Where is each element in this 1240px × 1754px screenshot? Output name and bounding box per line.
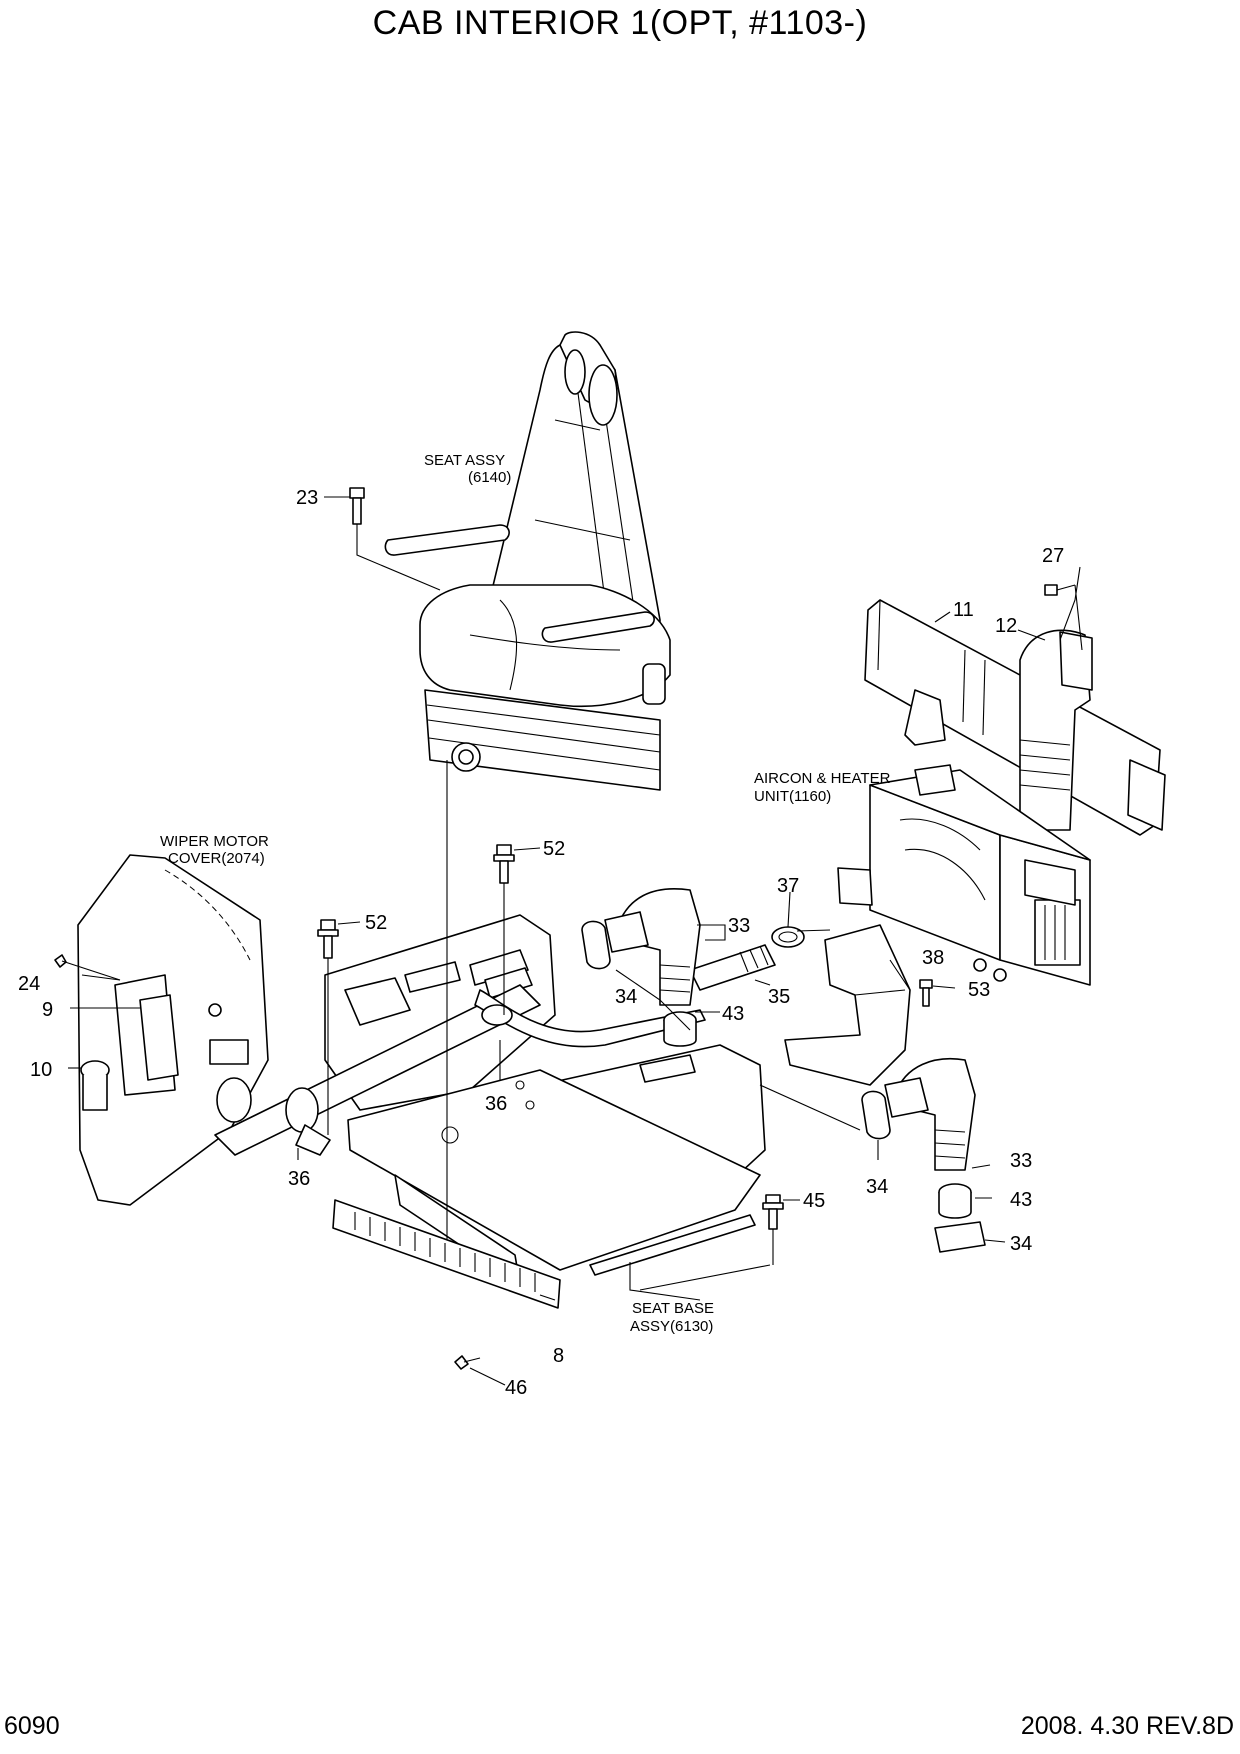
callout-35: 35 (768, 986, 790, 1008)
callout-38: 38 (922, 947, 944, 969)
callout-43-lower: 43 (1010, 1189, 1032, 1211)
note-seat-base: SEAT BASE (632, 1300, 714, 1317)
note-wiper-ref: COVER(2074) (168, 850, 265, 867)
page-title: CAB INTERIOR 1(OPT, #1103-) (372, 4, 868, 42)
callout-33-lower: 33 (1010, 1150, 1032, 1172)
callout-34-middle: 34 (866, 1176, 888, 1198)
callout-53: 53 (968, 979, 990, 1001)
bolt-45 (762, 1194, 800, 1265)
clamp-37 (771, 926, 805, 948)
hose-35 (689, 944, 776, 991)
callout-12: 12 (995, 615, 1017, 637)
duct-33-lower (884, 1058, 976, 1171)
page-number: 6090 (4, 1712, 60, 1740)
callout-24: 24 (18, 973, 40, 995)
aircon-heater-unit (837, 764, 1091, 986)
duct-38 (784, 924, 911, 1086)
clamp-34-middle (861, 1090, 891, 1140)
callout-9: 9 (42, 999, 53, 1021)
callout-23: 23 (296, 487, 318, 509)
wiper-motor-cover (77, 854, 269, 1206)
callout-36-left: 36 (288, 1168, 310, 1190)
callout-37: 37 (777, 875, 799, 897)
note-seat-assy-ref: (6140) (468, 469, 511, 486)
note-seat-base-ref: ASSY(6130) (630, 1318, 713, 1335)
callout-10: 10 (30, 1059, 52, 1081)
seat-assembly (384, 331, 671, 791)
callout-27: 27 (1042, 545, 1064, 567)
revision-date: 2008. 4.30 REV.8D (1020, 1712, 1234, 1740)
callout-8: 8 (553, 1345, 564, 1367)
note-aircon-ref: UNIT(1160) (754, 788, 831, 805)
grommet-10 (80, 1060, 110, 1111)
callout-43-upper: 43 (722, 1003, 744, 1025)
bolt-52-left (317, 919, 361, 1135)
air-duct-assembly (864, 599, 1166, 836)
callout-34-upper: 34 (615, 986, 637, 1008)
clamp-34-lower (934, 1221, 986, 1253)
leader-lines (68, 496, 1081, 1301)
callout-36-center: 36 (485, 1093, 507, 1115)
callout-33-upper: 33 (728, 915, 750, 937)
note-aircon: AIRCON & HEATER (754, 770, 891, 787)
callout-11: 11 (953, 599, 974, 621)
bolt-52-right (493, 844, 541, 1015)
grille-8 (332, 1199, 561, 1309)
callout-52-left: 52 (365, 912, 387, 934)
bushing-43-lower (938, 1183, 972, 1219)
callout-52-right: 52 (543, 838, 565, 860)
callout-34-lower: 34 (1010, 1233, 1032, 1255)
tube-36-left (214, 984, 541, 1156)
screw-46 (454, 1355, 506, 1386)
note-wiper: WIPER MOTOR (160, 833, 269, 850)
note-seat-assy: SEAT ASSY (424, 452, 505, 469)
bolt-23 (349, 487, 441, 591)
bushing-43-upper (663, 1011, 697, 1047)
screw-24 (54, 954, 121, 981)
callout-45: 45 (803, 1190, 825, 1212)
callout-46: 46 (505, 1377, 527, 1399)
clamp-34-upper (581, 920, 611, 970)
screw-53 (919, 979, 956, 1007)
